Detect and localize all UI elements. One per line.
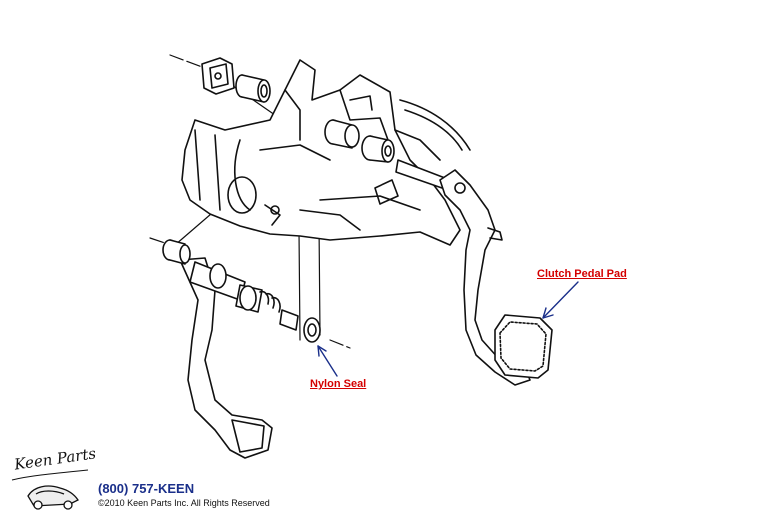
bracket-nut xyxy=(201,57,235,95)
brake-pedal-arm xyxy=(179,257,273,459)
keen-parts-logo xyxy=(11,469,89,510)
phone-number: (800) 757-KEEN xyxy=(98,481,195,496)
pivot-hardware xyxy=(162,239,321,343)
mounting-bracket xyxy=(181,59,471,246)
copyright-text: ©2010 Keen Parts Inc. All Rights Reserve… xyxy=(98,498,270,508)
clutch-pedal-pad-link[interactable]: Clutch Pedal Pad xyxy=(537,268,627,280)
nylon-seal-link[interactable]: Nylon Seal xyxy=(310,378,367,390)
callout-arrows xyxy=(317,281,579,377)
top-bushing xyxy=(235,74,271,103)
clutch-pedal-pad xyxy=(494,314,553,379)
right-bushings xyxy=(324,119,446,189)
